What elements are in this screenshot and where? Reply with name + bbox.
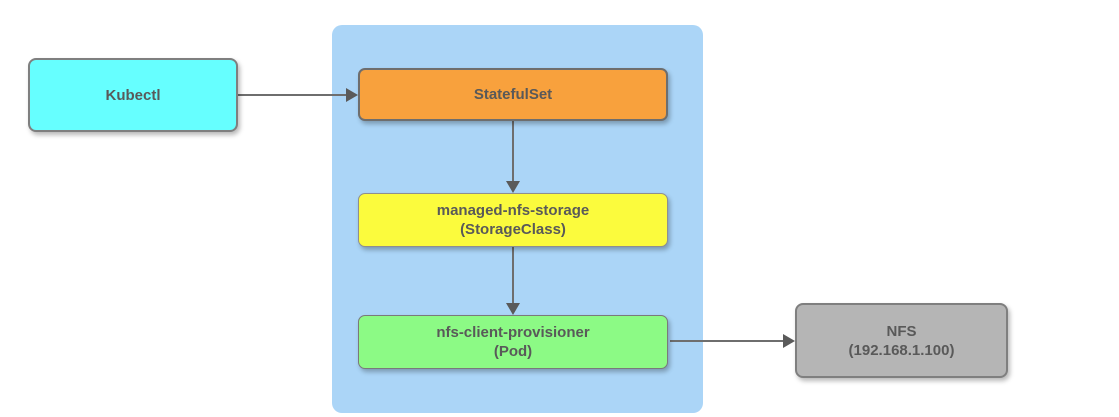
edge-pod-to-nfs bbox=[670, 340, 785, 342]
node-nfs-ip: (192.168.1.100) bbox=[848, 341, 955, 359]
node-storageclass-kind: (StorageClass) bbox=[460, 221, 566, 238]
arrowhead-right-icon bbox=[783, 334, 795, 348]
arrowhead-down-icon bbox=[506, 303, 520, 315]
node-kubectl: Kubectl bbox=[28, 58, 238, 132]
arrowhead-down-icon bbox=[506, 181, 520, 193]
edge-storageclass-to-pod bbox=[512, 247, 514, 305]
edge-kubectl-to-statefulset bbox=[238, 94, 348, 96]
node-pod-name: nfs-client-provisioner bbox=[436, 324, 590, 341]
node-nfs-label: NFS bbox=[886, 322, 917, 340]
node-statefulset-label: StatefulSet bbox=[473, 86, 553, 103]
node-statefulset: StatefulSet bbox=[358, 68, 668, 121]
arrowhead-right-icon bbox=[346, 88, 358, 102]
node-pod-kind: (Pod) bbox=[493, 343, 533, 360]
node-kubectl-label: Kubectl bbox=[105, 86, 161, 104]
node-nfs-server: NFS (192.168.1.100) bbox=[795, 303, 1008, 378]
node-storageclass-name: managed-nfs-storage bbox=[436, 202, 590, 219]
node-storageclass: managed-nfs-storage (StorageClass) bbox=[358, 193, 668, 247]
node-nfs-client-provisioner: nfs-client-provisioner (Pod) bbox=[358, 315, 668, 369]
edge-statefulset-to-storageclass bbox=[512, 121, 514, 183]
